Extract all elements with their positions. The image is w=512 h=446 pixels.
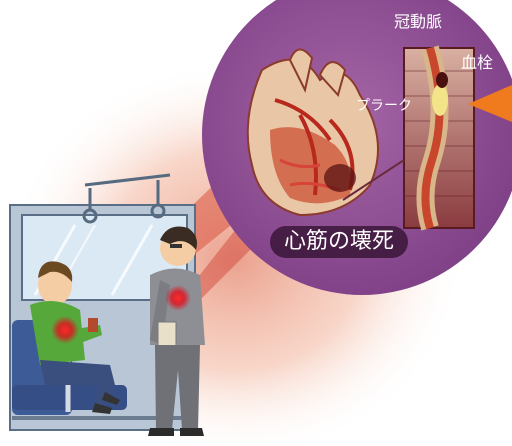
heart-illustration bbox=[246, 48, 379, 217]
thrombus-label: 血栓 bbox=[461, 53, 494, 72]
chest-pain-spot-standing bbox=[165, 285, 191, 311]
hand-straps bbox=[82, 173, 171, 224]
artery-cross-section bbox=[342, 45, 475, 231]
plaque-deposit bbox=[432, 84, 448, 116]
myocardial-necrosis-label: 心筋の壊死 bbox=[270, 226, 409, 258]
plaque-label: プラーク bbox=[356, 98, 412, 114]
thrombus-clot bbox=[436, 72, 448, 88]
standing-man bbox=[148, 226, 205, 436]
alert-arrow bbox=[468, 85, 512, 122]
coronary-artery-label: 冠動脈 bbox=[394, 12, 443, 31]
chest-pain-spot-seated bbox=[51, 316, 79, 344]
